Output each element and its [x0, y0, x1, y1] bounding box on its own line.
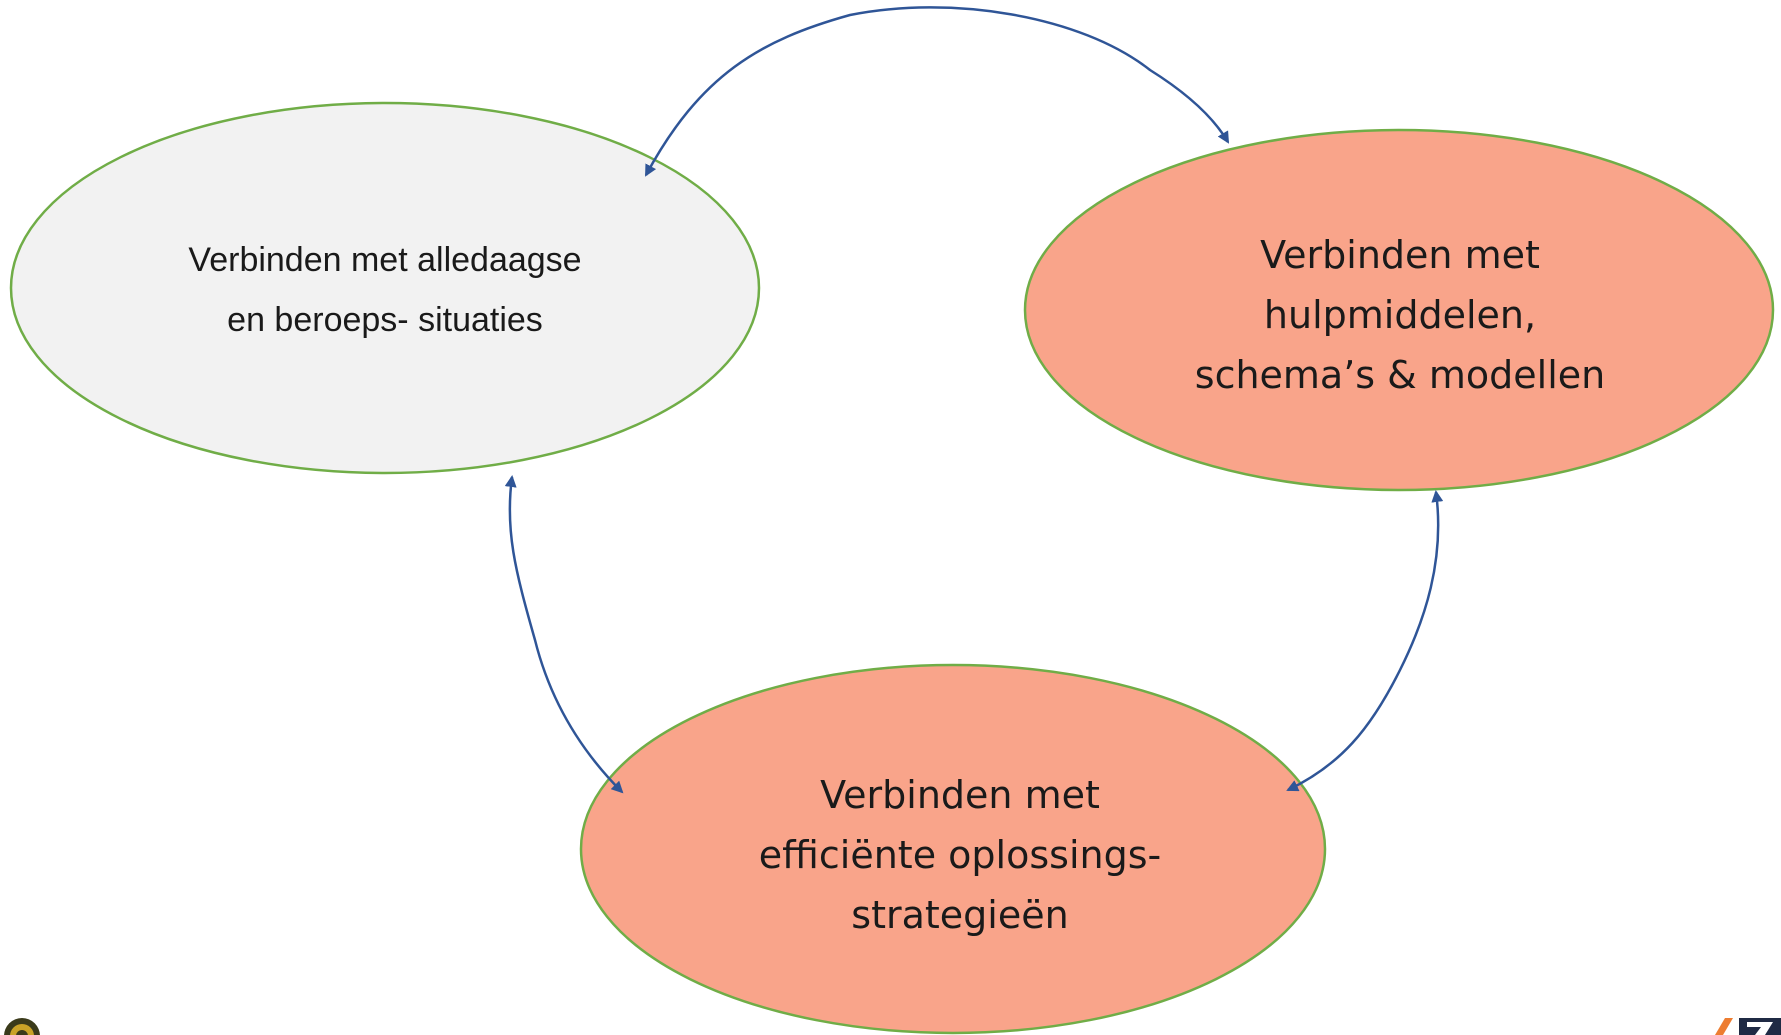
edge-everyday-tools — [644, 6, 1230, 177]
node-everyday — [9, 101, 761, 475]
node-tools — [1023, 128, 1775, 492]
node-label-line: strategieën — [851, 893, 1069, 937]
node-label-strategies: Verbinden met efficiënte oplossings- str… — [680, 760, 1240, 950]
node-label-line: Verbinden met — [1260, 233, 1540, 277]
node-strategies — [579, 663, 1327, 1035]
edge-strategies-everyday — [504, 475, 624, 794]
node-label-tools: Verbinden met hulpmiddelen, schema’s & m… — [1120, 220, 1680, 410]
brand-logo-icon — [1715, 1018, 1781, 1035]
node-label-line: efficiënte oplossings- — [758, 833, 1162, 877]
node-label-line: hulpmiddelen, — [1263, 293, 1537, 337]
node-label-everyday: Verbinden met alledaagse en beroeps- sit… — [150, 225, 620, 355]
edge-tools-strategies — [1286, 490, 1444, 792]
emblem-logo-icon — [4, 1018, 40, 1035]
node-label-line: schema’s & modellen — [1194, 353, 1606, 397]
node-label-line: Verbinden met — [820, 773, 1100, 817]
node-label-line: Verbinden met alledaagse — [188, 241, 582, 279]
node-label-line: en beroeps- situaties — [227, 301, 543, 339]
